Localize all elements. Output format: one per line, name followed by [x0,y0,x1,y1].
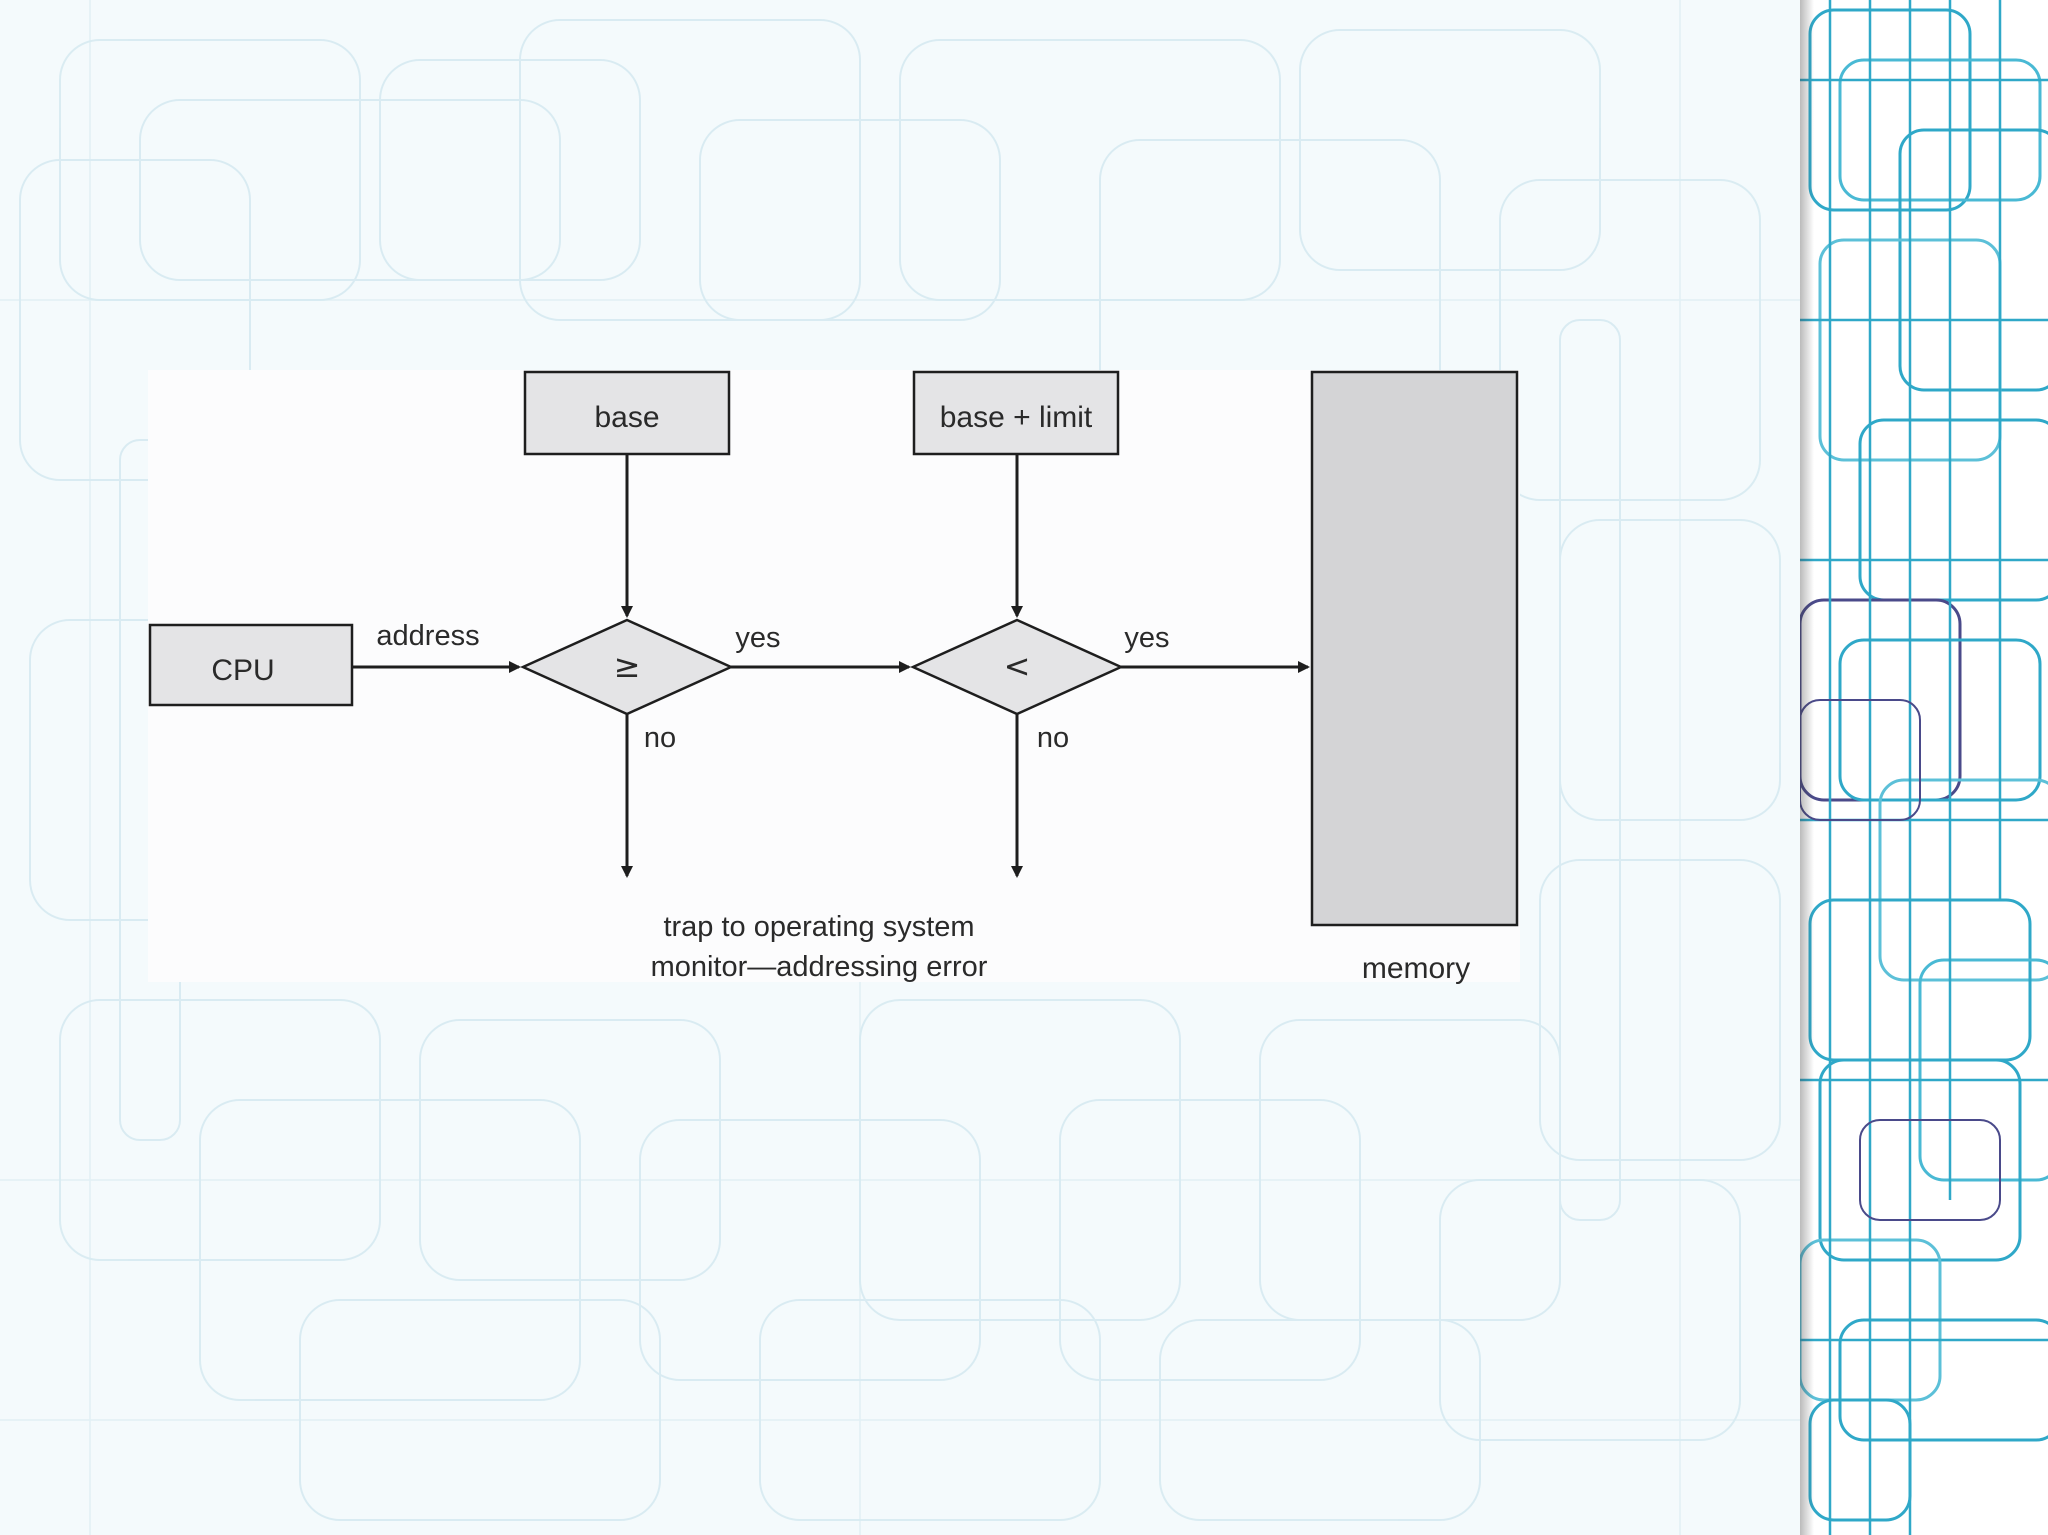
decision-greater-equal: ≥ [519,618,735,716]
memory-block: memory [1310,370,1519,985]
background-pattern [0,0,1800,1535]
yes-label-2: yes [1124,622,1169,654]
figure-panel [148,370,1520,982]
greater-equal-symbol: ≥ [614,647,641,685]
yes-label-1: yes [735,622,780,654]
decision-less-than: < [909,618,1125,716]
address-label: address [376,620,479,652]
base-label: base [594,401,659,434]
trap-caption-line-2: monitor—addressing error [651,951,988,983]
no-label-1: no [644,722,676,754]
cpu-label: CPU [211,654,274,687]
side-decoration [1800,0,2048,1535]
side-shadow [1800,0,1814,1535]
cpu-box: CPU [148,623,354,707]
trap-caption-line-1: trap to operating system [663,911,974,943]
base-box: base [523,370,731,456]
base-limit-label: base + limit [940,401,1093,434]
less-than-symbol: < [1004,647,1031,685]
base-limit-box: base + limit [912,370,1120,456]
memory-label: memory [1362,952,1470,985]
no-label-2: no [1037,722,1069,754]
